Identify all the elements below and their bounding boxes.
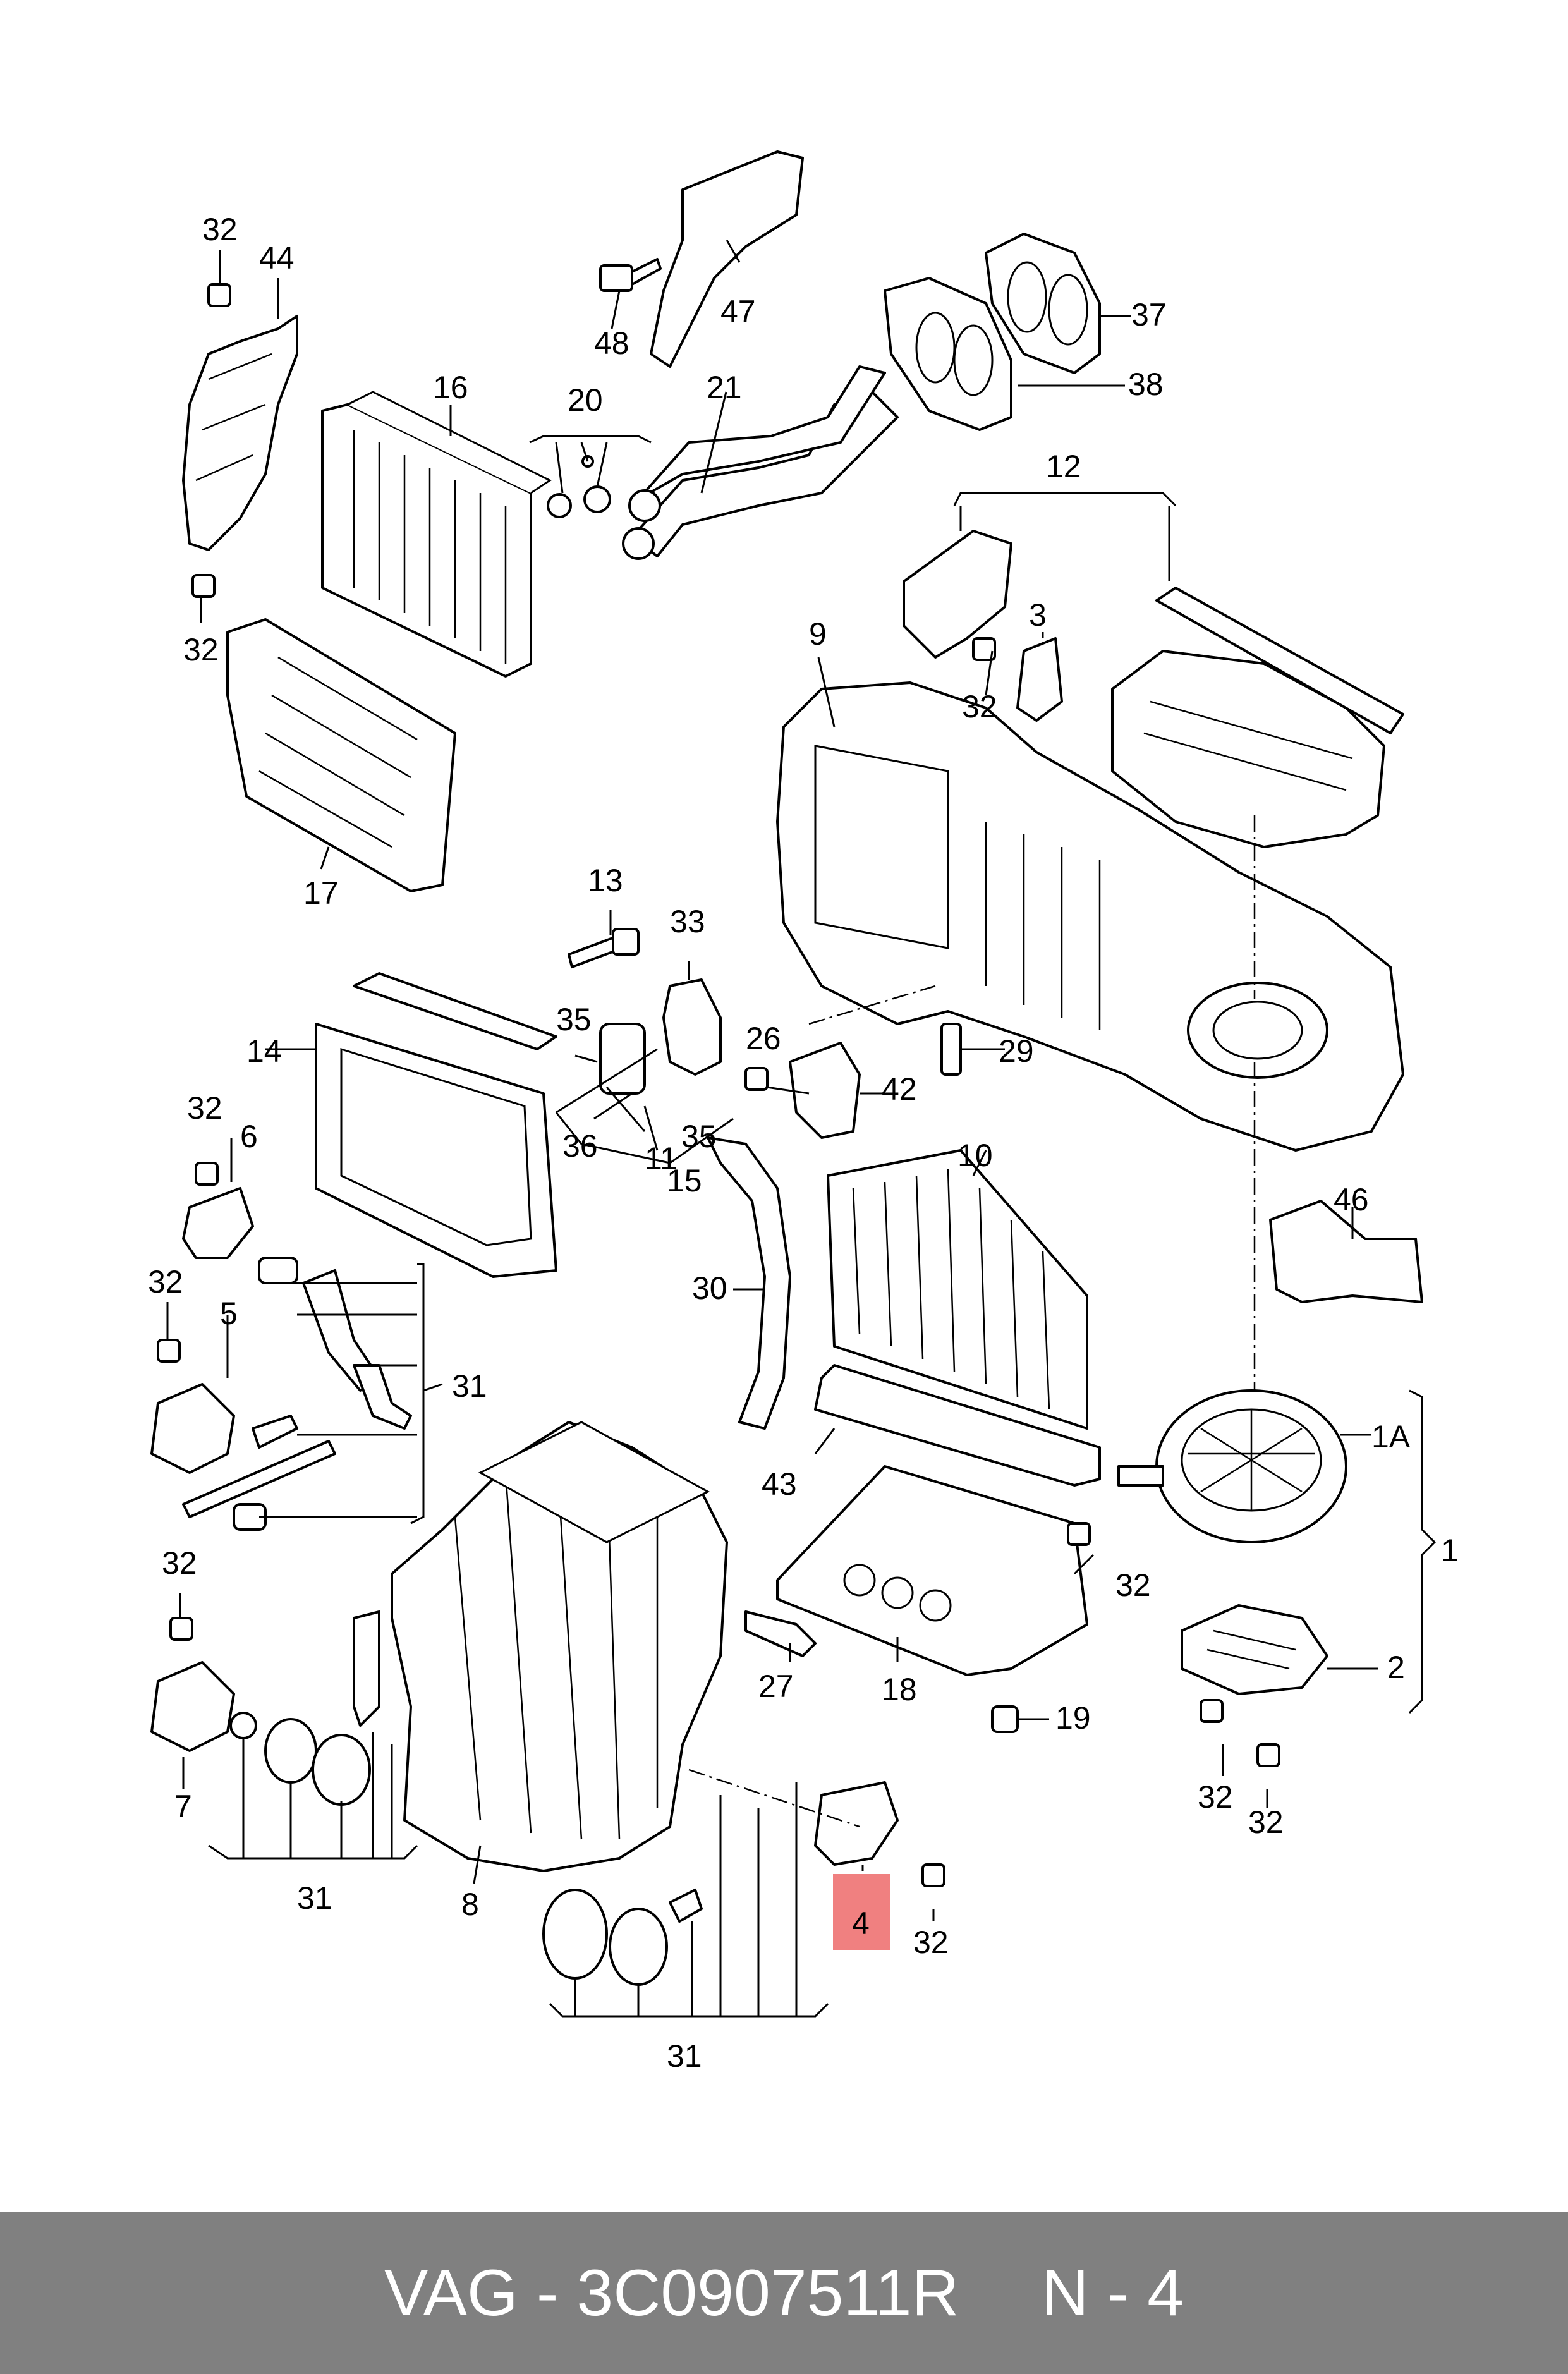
label-3: 3: [1029, 597, 1047, 633]
part-13-bolt: [568, 928, 640, 968]
part-31-levers: [182, 1257, 412, 1727]
label-36: 36: [562, 1128, 598, 1164]
label-31: 31: [297, 1880, 332, 1916]
label-12: 12: [1046, 449, 1081, 484]
leader-lines: [166, 240, 1437, 2018]
label-46: 46: [1334, 1182, 1369, 1217]
label-38: 38: [1128, 367, 1164, 402]
label-13: 13: [588, 863, 623, 898]
part-20-clips: [547, 455, 611, 518]
label-32: 32: [162, 1545, 197, 1581]
label-32: 32: [1115, 1567, 1151, 1603]
label-43: 43: [762, 1466, 797, 1502]
label-31: 31: [667, 2038, 702, 2074]
part-46-bracket: [1269, 1200, 1423, 1303]
brand-label: VAG: [384, 2256, 518, 2330]
label-47: 47: [720, 294, 756, 329]
label-32: 32: [183, 632, 219, 667]
part-14-seal-frame: [315, 972, 557, 1278]
label-30: 30: [692, 1270, 727, 1306]
label-29: 29: [999, 1033, 1034, 1069]
label-15: 15: [667, 1163, 702, 1198]
exploded-parts-diagram: 32 44 16 20 21 48 47 37 38 12 3 32 9 32 …: [148, 150, 1459, 2074]
part-27-rod: [744, 1610, 817, 1657]
part-8-housing-lower: [391, 1421, 728, 1872]
part-18-cover-plate: [776, 1465, 1088, 1676]
label-42: 42: [882, 1071, 917, 1107]
position-number: 4: [1147, 2256, 1184, 2330]
label-2: 2: [1387, 1650, 1405, 1685]
label-10: 10: [957, 1138, 993, 1173]
part-info-bar: VAG - 3C0907511R N - 4: [0, 2212, 1568, 2374]
label-1: 1: [1441, 1533, 1459, 1568]
part-42-sensor: [789, 1042, 861, 1139]
highlight-box-item-4: [833, 1874, 890, 1950]
label-31: 31: [452, 1368, 487, 1404]
part-number: 3C0907511R: [576, 2256, 959, 2330]
position-prefix: N: [1041, 2256, 1089, 2330]
part-17-evaporator: [226, 618, 456, 892]
part-5-actuator: [150, 1383, 235, 1474]
part-4-actuator[interactable]: [814, 1781, 899, 1866]
label-32: 32: [1248, 1805, 1284, 1840]
label-37: 37: [1131, 297, 1167, 332]
label-18: 18: [882, 1672, 917, 1707]
label-8: 8: [461, 1887, 479, 1922]
label-32: 32: [187, 1090, 222, 1126]
part-10-cabin-filter: [827, 1149, 1088, 1430]
assembly-centerlines: [688, 815, 1256, 1828]
part-44-cover: [182, 315, 298, 551]
label-48: 48: [594, 326, 629, 361]
part-33-seal: [662, 978, 722, 1076]
label-27: 27: [758, 1669, 794, 1704]
part-21-coolant-pipes: [622, 365, 899, 560]
part-labels: 32 44 16 20 21 48 47 37 38 12 3 32 9 32 …: [148, 212, 1459, 2074]
label-9: 9: [809, 616, 827, 652]
label-5: 5: [220, 1296, 238, 1331]
label-14: 14: [246, 1033, 282, 1069]
label-6: 6: [240, 1119, 258, 1154]
label-32: 32: [962, 689, 997, 724]
label-32: 32: [913, 1925, 949, 1960]
label-35: 35: [681, 1119, 717, 1154]
part-30-drain-hose: [707, 1136, 791, 1430]
brand-separator: -: [536, 2256, 559, 2330]
label-44: 44: [259, 240, 295, 276]
part-6-actuator: [182, 1187, 254, 1259]
part-43-cover: [814, 1364, 1101, 1487]
part-3-actuator: [1016, 637, 1063, 722]
label-32: 32: [148, 1264, 183, 1300]
part-16-heater-core: [321, 391, 552, 678]
label-11: 11: [645, 1141, 678, 1176]
part-12-frame: [903, 530, 1404, 848]
part-47-bracket: [650, 150, 804, 368]
part-31-gears: [229, 1712, 703, 1986]
label-33: 33: [670, 904, 705, 939]
label-26: 26: [746, 1021, 781, 1056]
label-19: 19: [1055, 1700, 1091, 1736]
part-9-housing-upper: [776, 681, 1404, 1152]
part-29-sensor: [940, 1023, 962, 1076]
part-19-screw: [991, 1705, 1019, 1733]
label-32: 32: [202, 212, 238, 247]
label-4: 4: [852, 1906, 870, 1941]
label-16: 16: [433, 370, 468, 405]
label-32: 32: [1198, 1779, 1233, 1815]
part-38-seal: [884, 277, 1012, 431]
label-7: 7: [174, 1789, 192, 1824]
part-37-seal: [985, 233, 1101, 374]
part-2-resistor: [1181, 1604, 1328, 1695]
position-separator: -: [1107, 2256, 1129, 2330]
label-21: 21: [707, 370, 742, 405]
label-1a: 1A: [1371, 1419, 1411, 1454]
part-7-actuator: [150, 1661, 235, 1752]
part-11-expansion-valve: [599, 1023, 646, 1095]
label-35: 35: [556, 1002, 592, 1037]
label-17: 17: [303, 875, 339, 911]
label-20: 20: [568, 382, 603, 418]
part-48-bolt: [599, 258, 662, 292]
part-1a-blower-fan: [1117, 1389, 1347, 1543]
